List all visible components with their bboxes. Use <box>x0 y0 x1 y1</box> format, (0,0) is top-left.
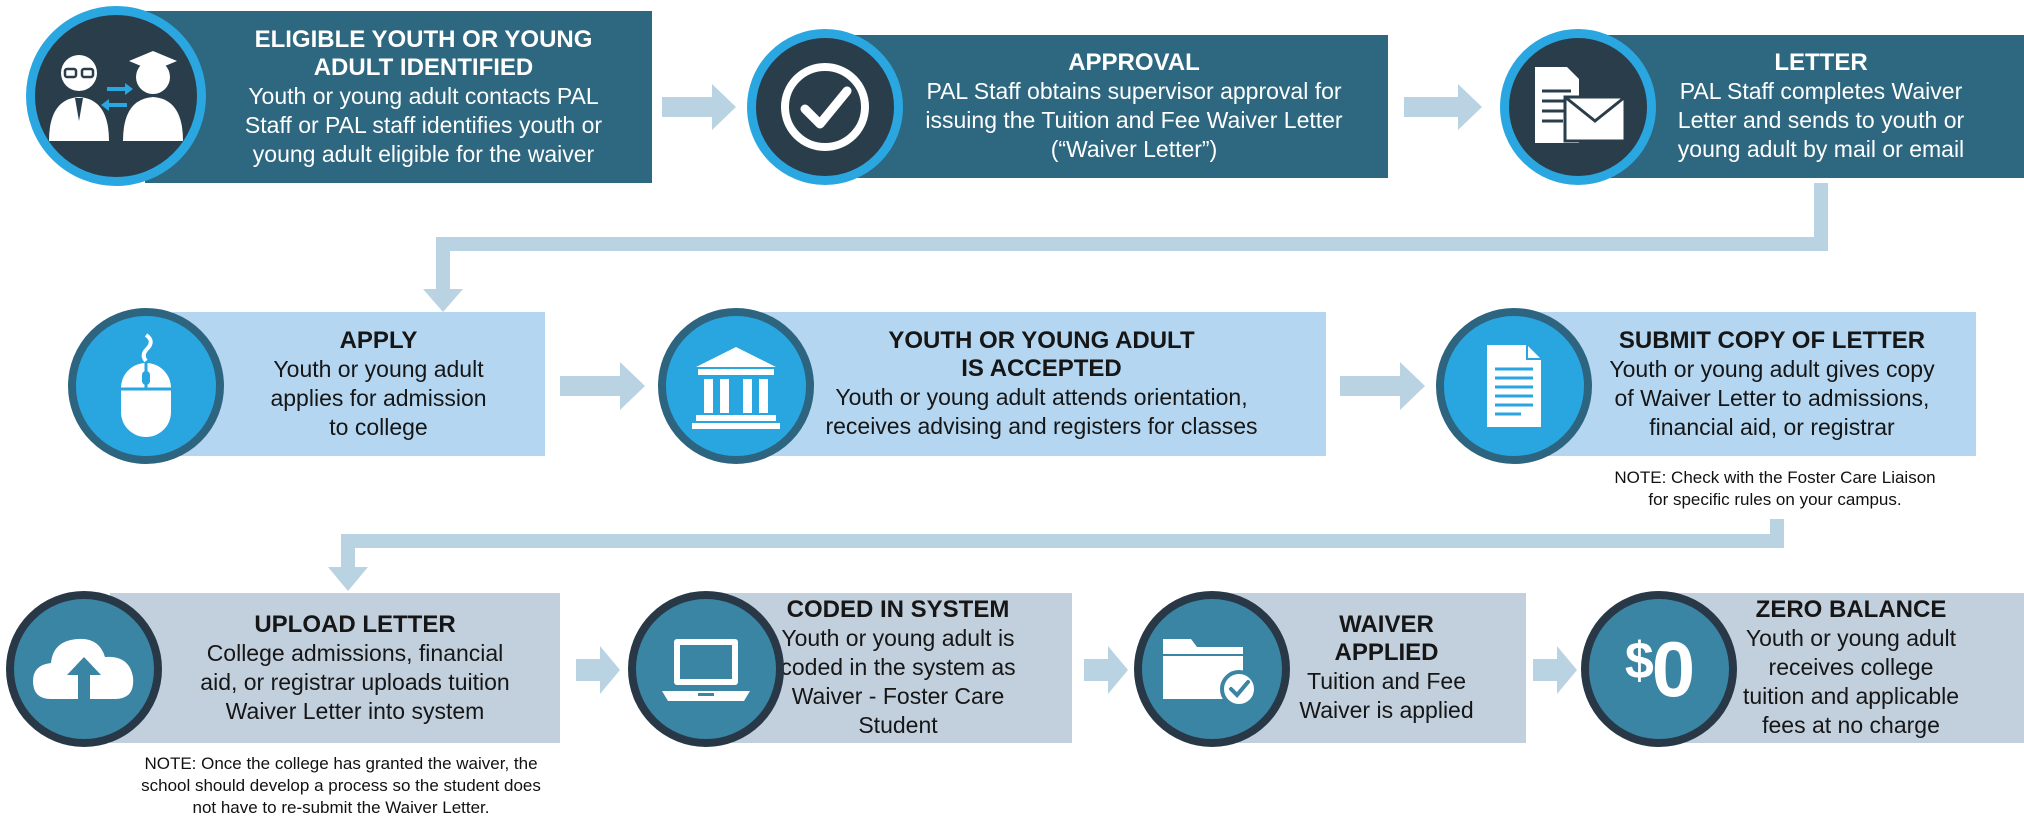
step-upload-letter: UPLOAD LETTER College admissions, financ… <box>110 593 560 743</box>
step-approval: APPROVAL PAL Staff obtains supervisor ap… <box>840 35 1388 178</box>
zero-dollar-icon: $0 <box>1581 591 1737 747</box>
connector-line <box>1814 183 1828 249</box>
step-description: Youth or young adult receives college tu… <box>1742 625 1960 738</box>
step-description: PAL Staff completes Waiver Letter and se… <box>1677 78 1965 162</box>
step-description: Youth or young adult is coded in the sys… <box>780 625 1016 738</box>
letter-envelope-icon <box>1500 29 1656 185</box>
step-description: Youth or young adult applies for admissi… <box>270 355 487 440</box>
step-title: APPROVAL <box>1068 49 1200 76</box>
step-title: WAIVER APPLIED <box>1334 611 1439 666</box>
cloud-upload-icon <box>6 591 162 747</box>
arrow-down <box>328 567 368 591</box>
step-description: Youth or young adult gives copy of Waive… <box>1609 355 1935 440</box>
mouse-icon <box>68 308 224 464</box>
step-title: YOUTH OR YOUNG ADULT IS ACCEPTED <box>888 327 1195 382</box>
step-apply: APPLY Youth or young adult applies for a… <box>172 312 545 456</box>
step-submit-copy: SUBMIT COPY OF LETTER Youth or young adu… <box>1538 312 1976 456</box>
connector-line <box>341 534 355 570</box>
connector-line <box>436 237 1828 251</box>
step-title: CODED IN SYSTEM <box>786 596 1010 623</box>
note-no-resubmit: NOTE: Once the college has granted the w… <box>141 754 541 817</box>
step-title: ELIGIBLE YOUTH OR YOUNG ADULT IDENTIFIED <box>254 25 593 81</box>
checkmark-icon <box>747 29 903 185</box>
arrow-right <box>1404 84 1482 130</box>
step-title: SUBMIT COPY OF LETTER <box>1618 326 1926 354</box>
step-description: PAL Staff obtains supervisor approval fo… <box>925 78 1343 162</box>
connector-line <box>341 534 1784 548</box>
step-title: UPLOAD LETTER <box>254 610 456 638</box>
step-description: Youth or young adult attends orientation… <box>825 384 1258 439</box>
arrow-right <box>560 362 645 410</box>
step-title: APPLY <box>339 326 418 354</box>
arrow-down <box>423 289 463 312</box>
step-description: Tuition and Fee Waiver is applied <box>1299 668 1474 723</box>
step-title: LETTER <box>1774 49 1868 76</box>
step-accepted: YOUTH OR YOUNG ADULT IS ACCEPTED Youth o… <box>757 312 1326 456</box>
zero-dollar-text: $0 <box>1624 624 1695 713</box>
step-zero-balance: ZERO BALANCE Youth or young adult receiv… <box>1658 593 2024 743</box>
step-description: College admissions, financial aid, or re… <box>200 639 510 724</box>
people-exchange-icon <box>26 6 206 186</box>
college-building-icon <box>658 308 814 464</box>
arrow-right <box>1084 646 1128 694</box>
arrow-right <box>662 84 736 130</box>
connector-line <box>436 237 450 291</box>
step-eligible-identified: ELIGIBLE YOUTH OR YOUNG ADULT IDENTIFIED… <box>145 11 652 183</box>
arrow-right <box>1533 646 1577 694</box>
note-liaison: NOTE: Check with the Foster Care Liaison… <box>1614 468 1936 509</box>
step-description: Youth or young adult contacts PAL Staff … <box>244 82 603 167</box>
arrow-right <box>576 646 620 694</box>
step-coded-in-system: CODED IN SYSTEM Youth or young adult is … <box>714 593 1072 743</box>
folder-check-icon <box>1134 591 1290 747</box>
step-title: ZERO BALANCE <box>1755 596 1947 623</box>
laptop-icon <box>628 591 784 747</box>
arrow-right <box>1340 362 1425 410</box>
document-icon <box>1436 308 1592 464</box>
